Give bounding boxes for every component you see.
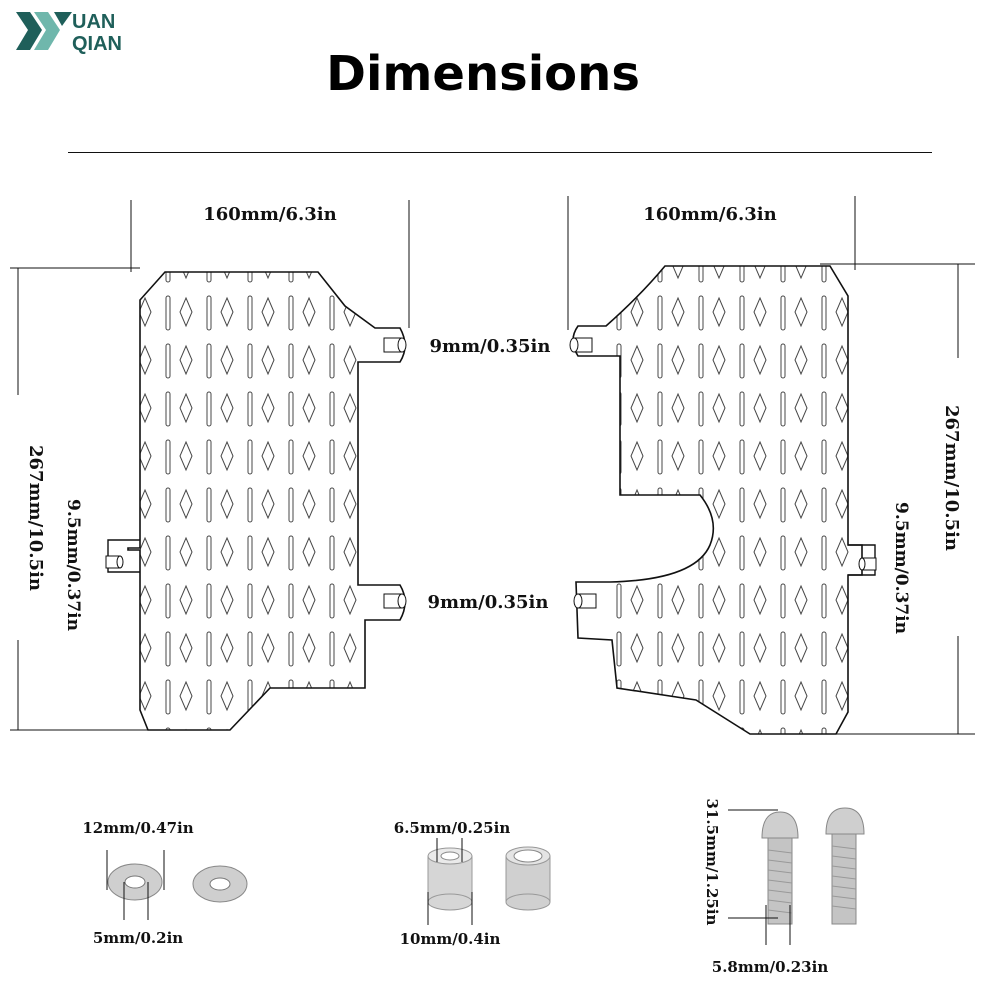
brand-mark-icon <box>16 12 72 50</box>
left-top-tube <box>383 337 407 353</box>
left-radiator-guard <box>105 271 407 731</box>
spacer-parts <box>427 838 551 925</box>
washer-parts <box>106 850 248 920</box>
brand-line2: QIAN <box>72 33 122 55</box>
brand-logo: UAN QIAN <box>14 6 154 56</box>
washer-inner-label: 5mm/0.2in <box>93 929 183 947</box>
right-radiator-guard <box>569 265 877 735</box>
title-divider <box>68 152 932 153</box>
right-top-tube <box>569 337 593 353</box>
brand-line1: UAN <box>72 11 116 33</box>
right-side-tube <box>858 557 877 571</box>
page-title: Dimensions <box>326 46 640 102</box>
right-width-label: 160mm/6.3in <box>643 204 776 225</box>
bolt-parts <box>728 807 865 945</box>
bolt-length-label: 31.5mm/1.25in <box>703 799 721 926</box>
spacer-diameter-label: 6.5mm/0.25in <box>394 819 511 837</box>
right-dimension-lines <box>567 196 975 735</box>
bolt-diameter-label: 5.8mm/0.23in <box>712 958 829 976</box>
top-hole-label: 9mm/0.35in <box>430 336 551 357</box>
left-height-label: 267mm/10.5in <box>25 445 46 591</box>
bottom-hole-label: 9mm/0.35in <box>428 592 549 613</box>
right-height-label: 267mm/10.5in <box>941 405 962 551</box>
left-dimension-lines <box>10 200 410 731</box>
right-side-hole-label: 9.5mm/0.37in <box>891 502 911 634</box>
left-bottom-tube <box>383 593 407 609</box>
left-side-hole-label: 9.5mm/0.37in <box>63 499 83 631</box>
washer-outer-label: 12mm/0.47in <box>82 819 193 837</box>
left-side-tube <box>105 555 124 569</box>
spacer-length-label: 10mm/0.4in <box>400 930 501 948</box>
left-width-label: 160mm/6.3in <box>203 204 336 225</box>
right-bottom-tube <box>573 593 597 609</box>
